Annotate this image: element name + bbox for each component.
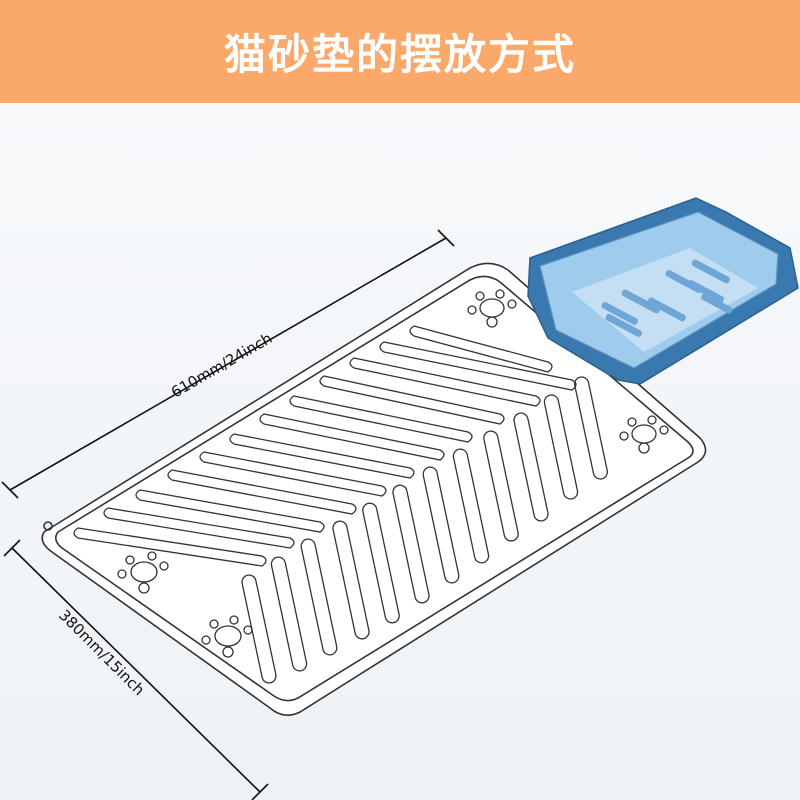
mat-ridges-right: [241, 376, 609, 684]
header-banner: 猫砂垫的摆放方式: [0, 0, 800, 103]
length-label: 610mm/24inch: [168, 329, 275, 401]
paw-print-icon: [201, 615, 253, 658]
mat-ridges-left: [73, 325, 577, 567]
width-dimension: [3, 539, 269, 800]
paw-print-icon: [117, 551, 169, 594]
page-title: 猫砂垫的摆放方式: [223, 30, 576, 79]
paw-print-icon: [619, 415, 669, 454]
width-label: 380mm/15inch: [55, 606, 148, 699]
litter-box-slots: [601, 259, 733, 337]
paw-print-icon: [467, 289, 517, 328]
length-dimension: [1, 229, 455, 499]
litter-box: [527, 197, 799, 385]
cat-litter-mat: [41, 262, 707, 716]
